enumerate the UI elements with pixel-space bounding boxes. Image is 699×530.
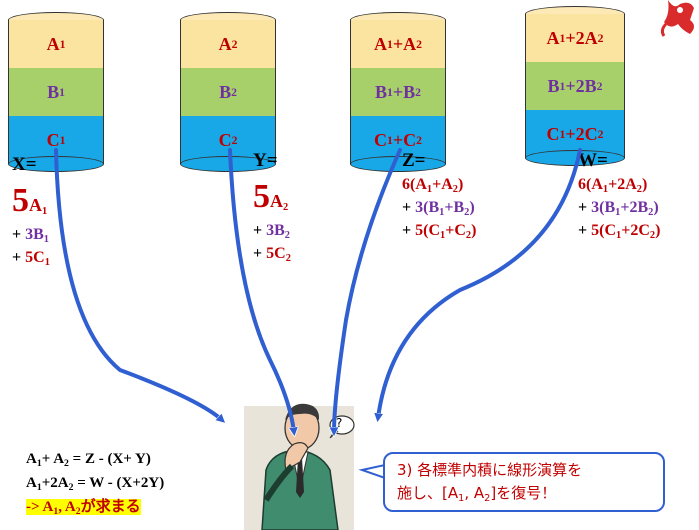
equation-2: A1+2A2 = W - (X+2Y) — [26, 474, 165, 493]
formula-y-term3: + 5C2 — [253, 244, 291, 264]
formula-x-term3: + 5C1 — [12, 248, 50, 268]
callout-line-1: 3) 各標準内積に線形演算を — [397, 461, 583, 479]
formula-y: Y= 5A2 + 3B2 + 5C2 — [253, 148, 291, 266]
formula-x-name: X= — [12, 154, 37, 175]
formula-z-term3: + 5(C1+C2) — [402, 221, 477, 242]
arrow-from-z — [334, 148, 402, 432]
formula-y-name: Y= — [253, 150, 278, 171]
result-line: -> A1, A2が求まる — [26, 497, 141, 518]
formula-w-name: W= — [578, 150, 608, 171]
formula-z: Z= 6(A1+A2) + 3(B1+B2) + 5(C1+C2) — [402, 148, 476, 243]
formula-w: W= 6(A1+2A2) + 3(B1+2B2) + 5(C1+2C2) — [578, 148, 660, 243]
formula-x-term2: + 3B1 — [12, 225, 49, 245]
formula-w-term2: + 3(B1+2B2) — [578, 198, 659, 218]
question-bubble-text: ? — [336, 416, 343, 430]
formula-y-term2: + 3B2 — [253, 221, 290, 241]
formula-z-term2: + 3(B1+B2) — [402, 198, 475, 218]
equation-1: A1+ A2 = Z - (X+ Y) — [26, 451, 151, 469]
formula-x: X= 5A1 + 3B1 + 5C1 — [12, 152, 50, 270]
formula-z-term1: 6(A1+A2) — [402, 175, 464, 195]
result-equations: A1+ A2 = Z - (X+ Y) A1+2A2 = W - (X+2Y) … — [26, 448, 164, 520]
formula-x-term1: 5A1 — [12, 181, 48, 219]
callout-tail — [358, 464, 386, 479]
callout-line-2: 施し、[A1, A2]を復号！ — [397, 484, 557, 505]
arrow-from-x — [54, 148, 222, 420]
formula-w-term1: 6(A1+2A2) — [578, 175, 648, 195]
formula-z-name: Z= — [402, 150, 426, 171]
formula-w-term3: + 5(C1+2C2) — [578, 221, 661, 242]
formula-y-term1: 5A2 — [253, 177, 289, 215]
decode-callout: 3) 各標準内積に線形演算を 施し、[A1, A2]を復号！ — [383, 452, 665, 512]
